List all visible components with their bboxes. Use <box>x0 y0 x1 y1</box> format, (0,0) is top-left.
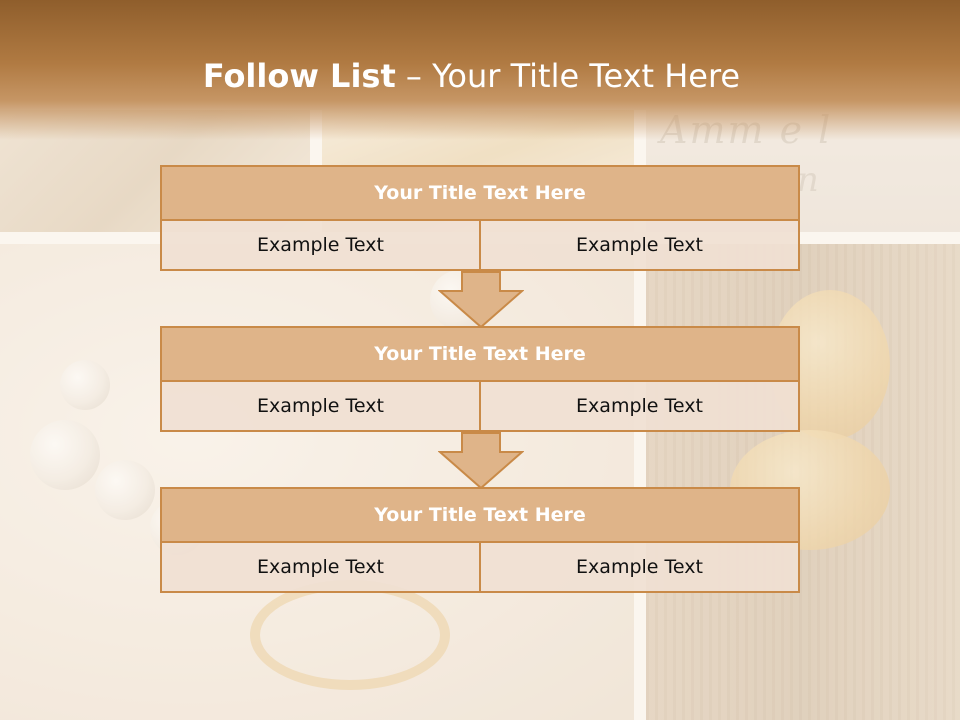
step-title: Your Title Text Here <box>160 487 800 543</box>
pearl-graphic <box>60 360 110 410</box>
step-row: Example Text Example Text <box>160 543 800 593</box>
step-cell-right: Example Text <box>481 543 800 593</box>
pearl-graphic <box>30 420 100 490</box>
pearl-graphic <box>95 460 155 520</box>
step-cell-left: Example Text <box>160 382 481 432</box>
follow-list-step-2: Your Title Text Here Example Text Exampl… <box>160 326 800 432</box>
header-band <box>0 0 960 140</box>
follow-list-step-3: Your Title Text Here Example Text Exampl… <box>160 487 800 593</box>
step-title: Your Title Text Here <box>160 326 800 382</box>
step-row: Example Text Example Text <box>160 221 800 271</box>
step-title: Your Title Text Here <box>160 165 800 221</box>
step-row: Example Text Example Text <box>160 382 800 432</box>
down-arrow-icon <box>438 432 524 490</box>
step-cell-left: Example Text <box>160 221 481 271</box>
slide-title: Follow List – Your Title Text Here <box>0 54 943 98</box>
step-cell-right: Example Text <box>481 221 800 271</box>
follow-list-step-1: Your Title Text Here Example Text Exampl… <box>160 165 800 271</box>
slide-title-bold: Follow List <box>202 57 396 95</box>
down-arrow-icon <box>438 271 524 329</box>
step-cell-right: Example Text <box>481 382 800 432</box>
step-cell-left: Example Text <box>160 543 481 593</box>
slide-title-rest: – Your Title Text Here <box>395 57 741 95</box>
